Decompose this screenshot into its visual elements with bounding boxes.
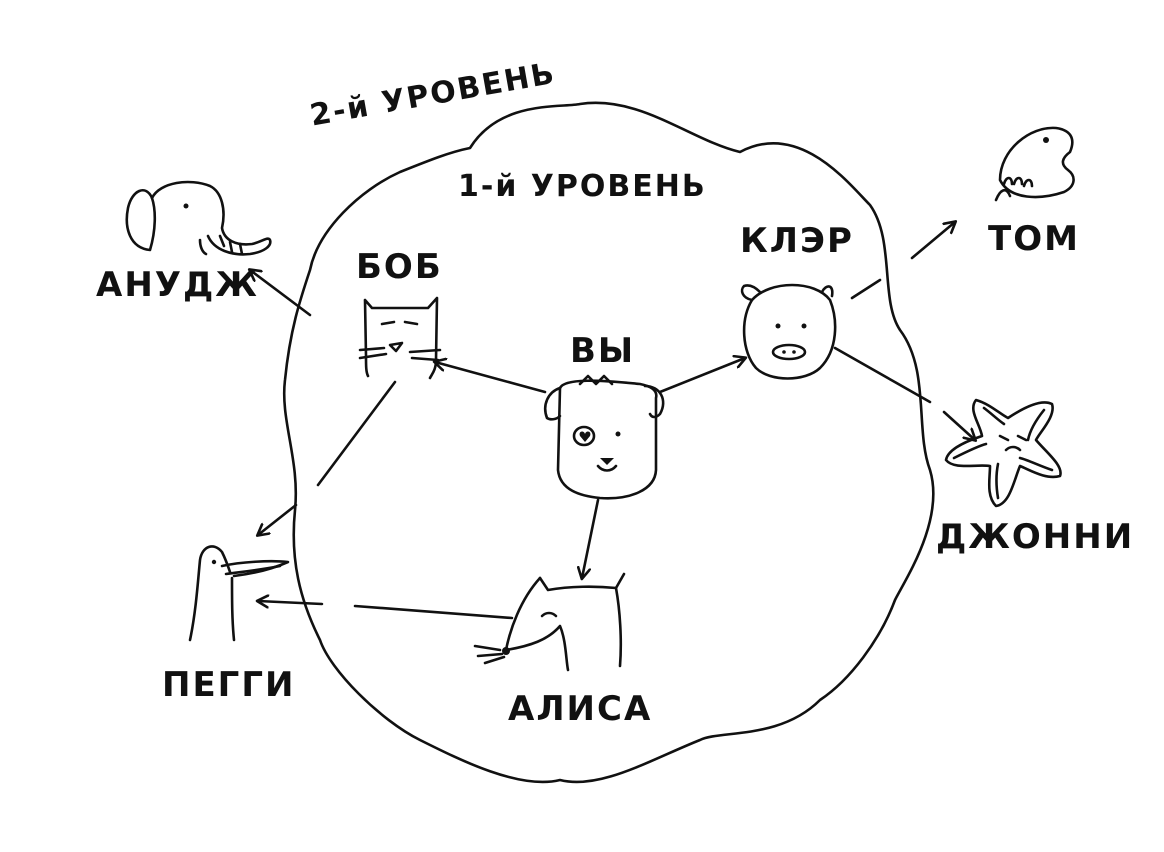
cat-icon	[358, 296, 442, 380]
edge-you-bob	[435, 362, 547, 394]
pig-icon	[740, 283, 837, 380]
node-label-tom: ТОМ	[988, 219, 1080, 259]
node-label-bob: БОБ	[356, 247, 443, 287]
node-label-peggy: ПЕГГИ	[162, 665, 296, 705]
bird-icon	[188, 545, 290, 642]
edge-bob-anuj	[250, 270, 312, 317]
node-label-you: ВЫ	[570, 331, 636, 371]
edge-claire-jonny	[833, 346, 975, 440]
edge-claire-tom	[850, 222, 955, 300]
edge-alice-peggy	[258, 601, 514, 620]
node-label-anuj: АНУДЖ	[96, 265, 259, 305]
edge-bob-peggy	[258, 380, 397, 535]
level-1-label: 1-й УРОВЕНЬ	[458, 169, 707, 204]
dog-icon	[543, 374, 665, 500]
edge-you-claire	[658, 358, 745, 394]
rat-icon	[473, 572, 626, 672]
fish-icon	[994, 126, 1075, 202]
node-label-alice: АЛИСА	[508, 689, 653, 729]
node-label-jonny: ДЖОННИ	[936, 517, 1135, 557]
starfish-icon	[944, 398, 1062, 508]
level-1-boundary	[282, 101, 935, 784]
edge-you-alice	[582, 498, 600, 578]
elephant-icon	[125, 180, 272, 256]
node-label-claire: КЛЭР	[740, 221, 854, 261]
